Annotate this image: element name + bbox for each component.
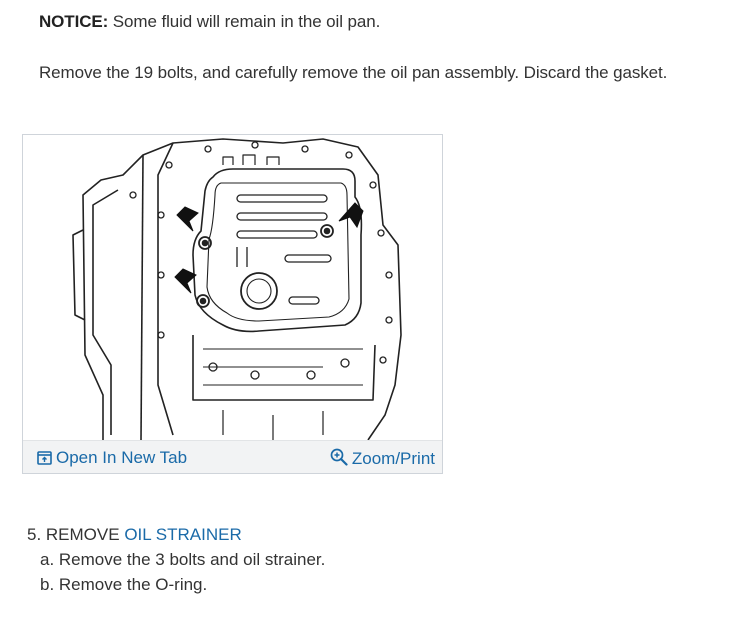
zoom-in-icon (330, 448, 348, 466)
zoom-print-label: Zoom/Print (351, 449, 435, 468)
figure-toolbar: Open In New Tab Zoom/Print (23, 440, 442, 473)
oil-strainer-link[interactable]: OIL STRAINER (124, 525, 242, 544)
notice-text: Some fluid will remain in the oil pan. (108, 12, 381, 31)
open-new-tab-icon (37, 451, 52, 465)
zoom-print-link[interactable]: Zoom/Print (330, 448, 435, 469)
figure-container: Open In New Tab Zoom/Print (22, 134, 443, 474)
notice-label: NOTICE: (39, 12, 109, 31)
open-in-new-tab-label: Open In New Tab (56, 448, 188, 467)
step-5-item-b: b. Remove the O-ring. (40, 575, 208, 594)
step-5-heading: 5. REMOVE OIL STRAINER (27, 525, 242, 545)
step-5-prefix: 5. REMOVE (27, 525, 125, 544)
oil-pan-diagram (72, 138, 402, 441)
open-in-new-tab-link[interactable]: Open In New Tab (37, 448, 187, 468)
step-5-item-a: a. Remove the 3 bolts and oil strainer. (40, 550, 326, 569)
notice-paragraph: NOTICE: Some fluid will remain in the oi… (39, 12, 380, 32)
instruction-paragraph: Remove the 19 bolts, and carefully remov… (39, 63, 668, 82)
